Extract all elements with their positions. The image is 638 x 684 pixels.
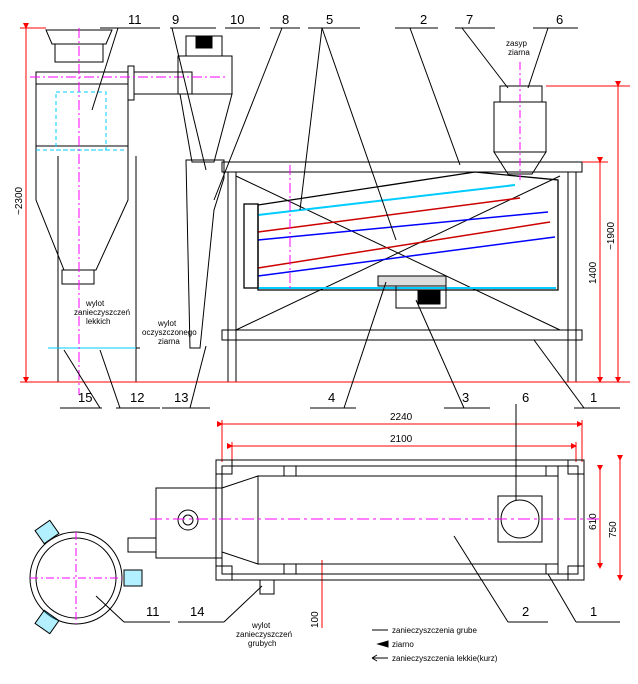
label-14: 14 — [190, 604, 204, 619]
note-light-1: wylot — [85, 299, 105, 308]
dim-2240: 2240 — [390, 412, 413, 423]
drive-motor — [377, 275, 447, 309]
label-11-top: 11 — [128, 12, 142, 27]
note-clean-3: ziarna — [158, 337, 180, 346]
label-4: 4 — [328, 390, 335, 405]
dim-2300: ~2300 — [14, 186, 25, 215]
label-2-bottom: 2 — [522, 604, 529, 619]
legend-coarse: zanieczyszczenia grube — [392, 626, 477, 635]
legend-grain: ziarno — [392, 640, 414, 649]
label-7: 7 — [466, 12, 473, 27]
fan — [177, 35, 233, 349]
label-6-bottom: 6 — [522, 390, 529, 405]
leader-lines-bottom — [95, 404, 620, 623]
note-light-2: zanieczyszczeń — [74, 308, 130, 317]
note-coarse-2: zanieczyszczeń — [236, 630, 292, 639]
label-9: 9 — [172, 12, 179, 27]
plan-frame — [127, 459, 585, 595]
note-zasyp-2: ziarna — [508, 48, 530, 57]
label-13: 13 — [174, 390, 188, 405]
leader-lines-top — [60, 27, 620, 409]
note-light-3: lekkich — [86, 317, 110, 326]
dim-610: 610 — [588, 513, 599, 530]
label-10: 10 — [230, 12, 244, 27]
note-coarse-1: wylot — [251, 621, 271, 630]
label-3: 3 — [462, 390, 469, 405]
label-1-bottom: 1 — [590, 604, 597, 619]
note-clean-1: wylot — [157, 319, 177, 328]
height-dimensions — [20, 23, 630, 383]
dim-1900: ~1900 — [606, 221, 617, 250]
label-1-top: 1 — [590, 390, 597, 405]
note-coarse-3: grubych — [248, 639, 276, 648]
machine-frame — [221, 161, 583, 382]
label-11-bottom: 11 — [146, 604, 160, 619]
dim-1400: 1400 — [588, 261, 599, 284]
sieve-box — [243, 171, 559, 291]
label-15: 15 — [78, 390, 92, 405]
plan-dimensions — [217, 420, 623, 628]
cyclone-hidden — [36, 91, 136, 349]
label-12: 12 — [130, 390, 144, 405]
plan-cyclone — [29, 519, 143, 635]
dim-100: 100 — [310, 611, 321, 628]
dim-750: 750 — [608, 521, 619, 538]
legend-symbols — [371, 629, 389, 662]
feed-hopper — [493, 62, 547, 180]
label-6-top: 6 — [556, 12, 563, 27]
label-8: 8 — [282, 12, 289, 27]
note-zasyp-1: zasyp — [506, 39, 527, 48]
note-clean-2: oczyszczonego — [142, 328, 197, 337]
legend-light: zanieczyszczenia lekkie(kurz) — [392, 654, 498, 663]
dim-2100: 2100 — [390, 434, 413, 445]
label-5: 5 — [326, 12, 333, 27]
label-2-top: 2 — [420, 12, 427, 27]
